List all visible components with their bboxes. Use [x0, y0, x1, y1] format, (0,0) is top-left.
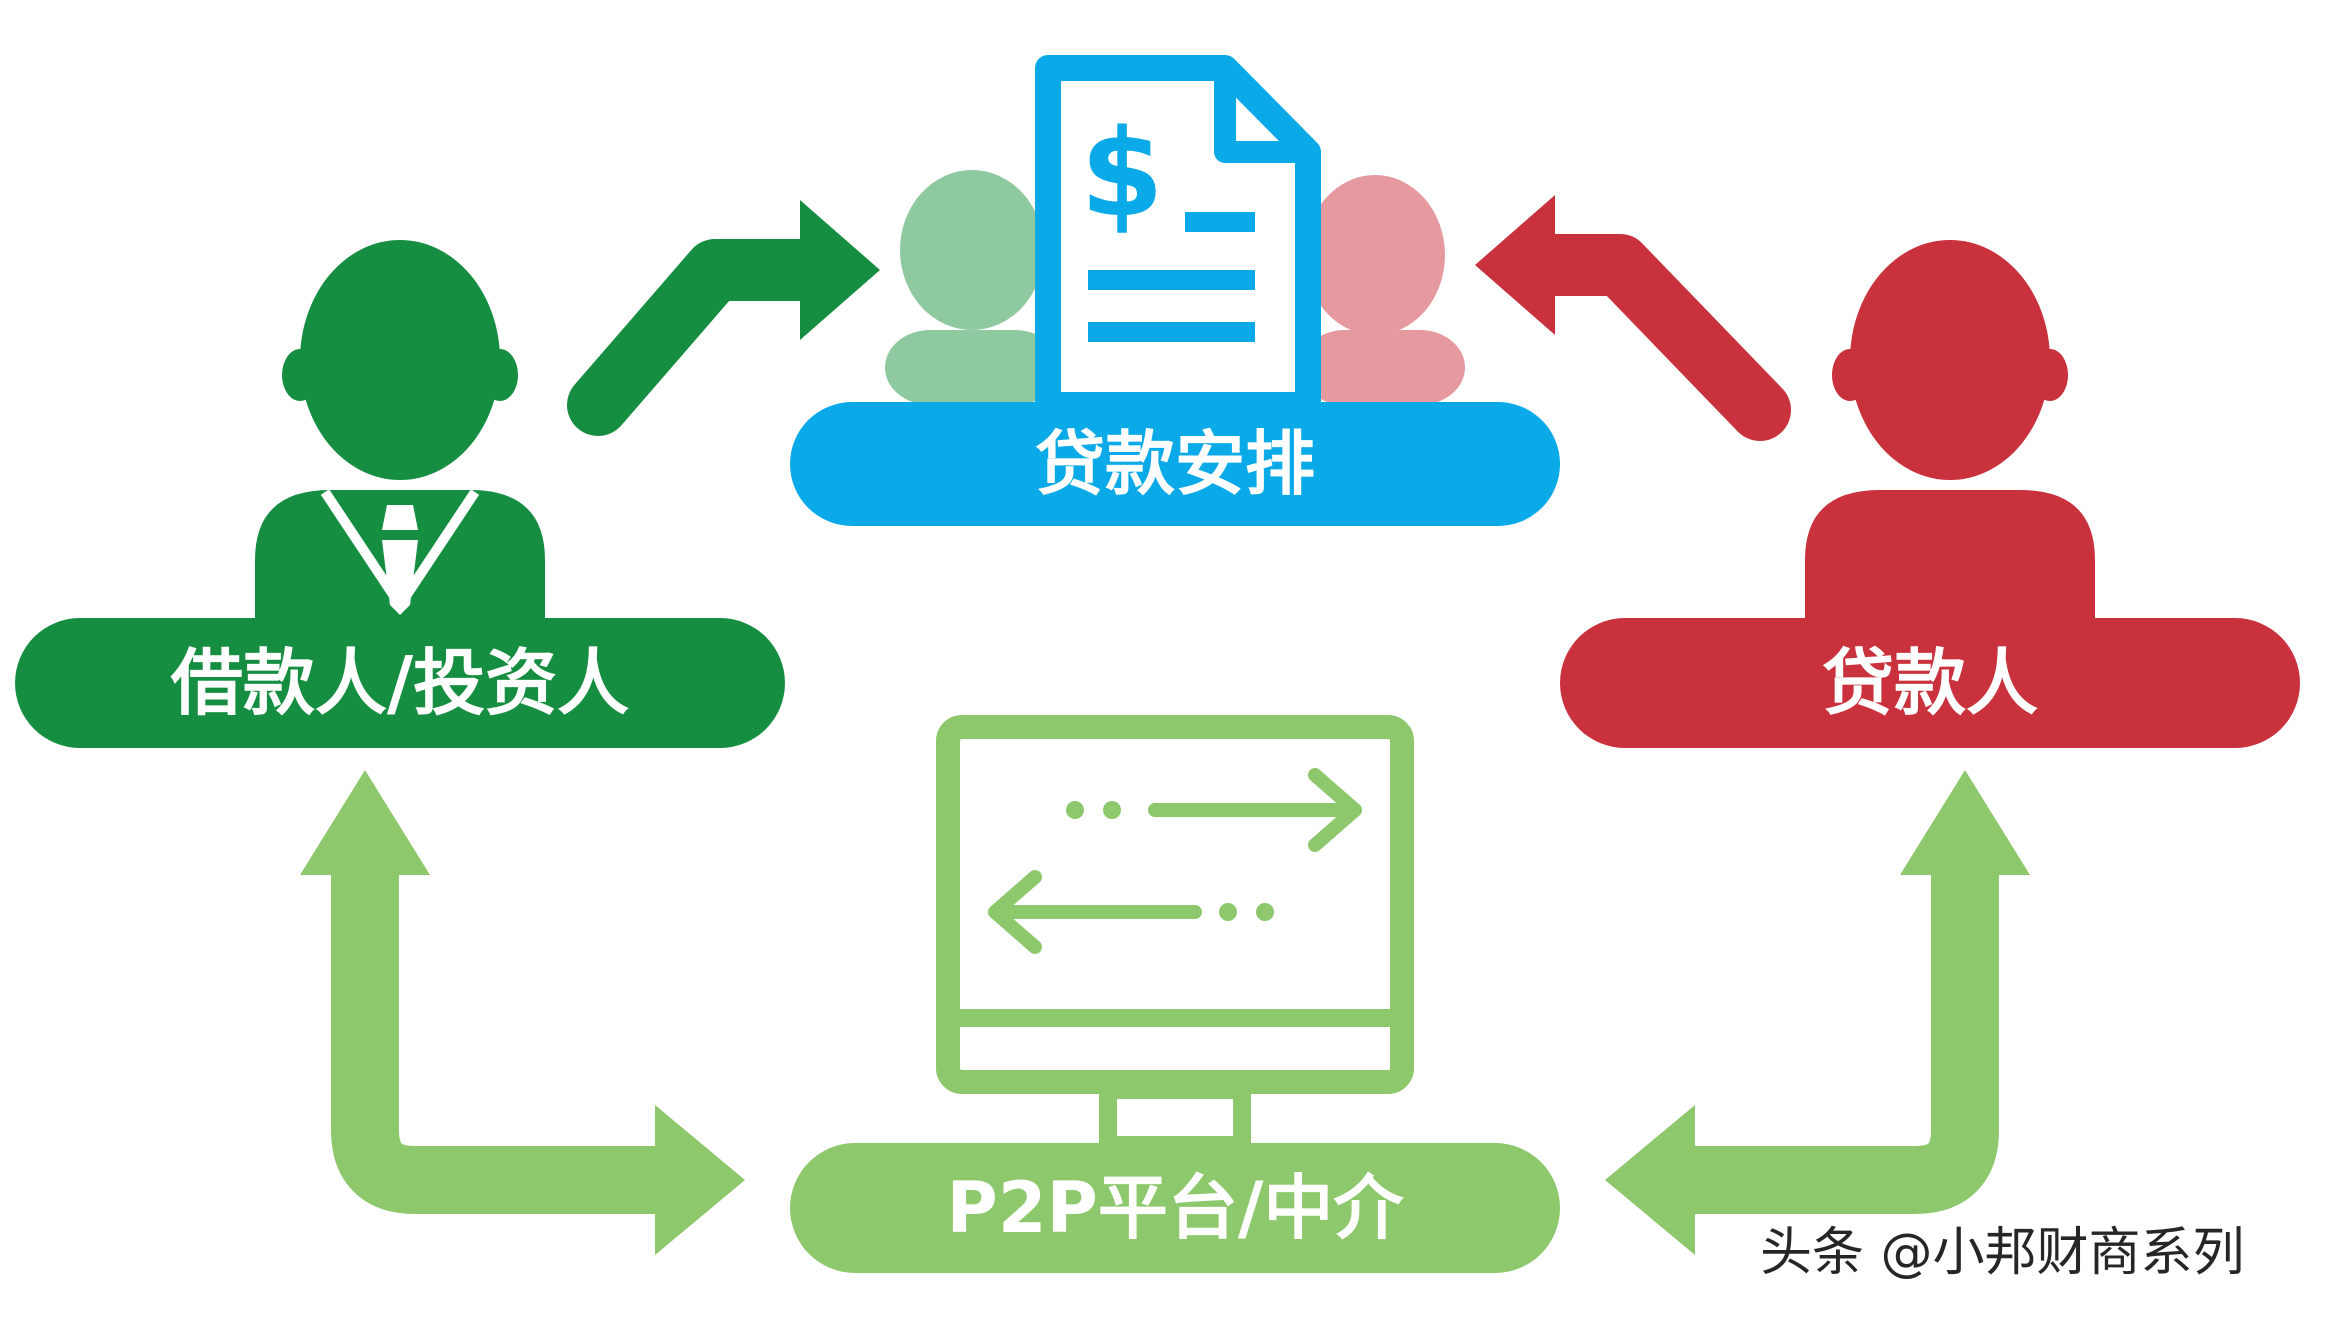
arrow-right-icon — [1308, 768, 1362, 852]
faded-person-green-icon — [885, 170, 1060, 405]
arrow-platform-lender — [1605, 770, 2030, 1255]
faded-person-red-icon — [1300, 175, 1465, 405]
platform-pill — [790, 1143, 1560, 1273]
arrowhead-right-platform — [655, 1105, 745, 1255]
loan-arrangement-label: 贷款安排 — [1035, 423, 1315, 505]
borrower-label: 借款人/投资人 — [170, 641, 630, 725]
arrow-borrower-to-arrangement — [567, 200, 880, 436]
loan-arrangement-pill — [790, 402, 1560, 526]
arrow-left-icon — [988, 870, 1042, 954]
borrower-person-icon — [255, 240, 545, 640]
lender-pill — [1560, 618, 2300, 748]
dollar-document-icon: $ — [1035, 55, 1321, 418]
platform-label: P2P平台/中介 — [946, 1167, 1404, 1249]
watermark-text: 头条 @小邦财商系列 — [1760, 1223, 2245, 1283]
arrowhead-up-lender — [1900, 770, 2030, 875]
arrowhead-left-platform — [1605, 1105, 1695, 1255]
arrow-platform-borrower — [300, 770, 745, 1255]
borrower-pill — [15, 618, 785, 748]
lender-label: 贷款人 — [1821, 641, 2038, 725]
arrow-lender-to-arrangement — [1475, 195, 1791, 441]
monitor-stand — [1099, 1081, 1251, 1154]
monitor-screen — [936, 715, 1414, 1094]
arrowhead-up-borrower — [300, 770, 430, 875]
dollar-sign-icon: $ — [1080, 105, 1164, 244]
monitor-transfer-icon — [936, 715, 1414, 1154]
lender-person-icon — [1805, 240, 2095, 640]
